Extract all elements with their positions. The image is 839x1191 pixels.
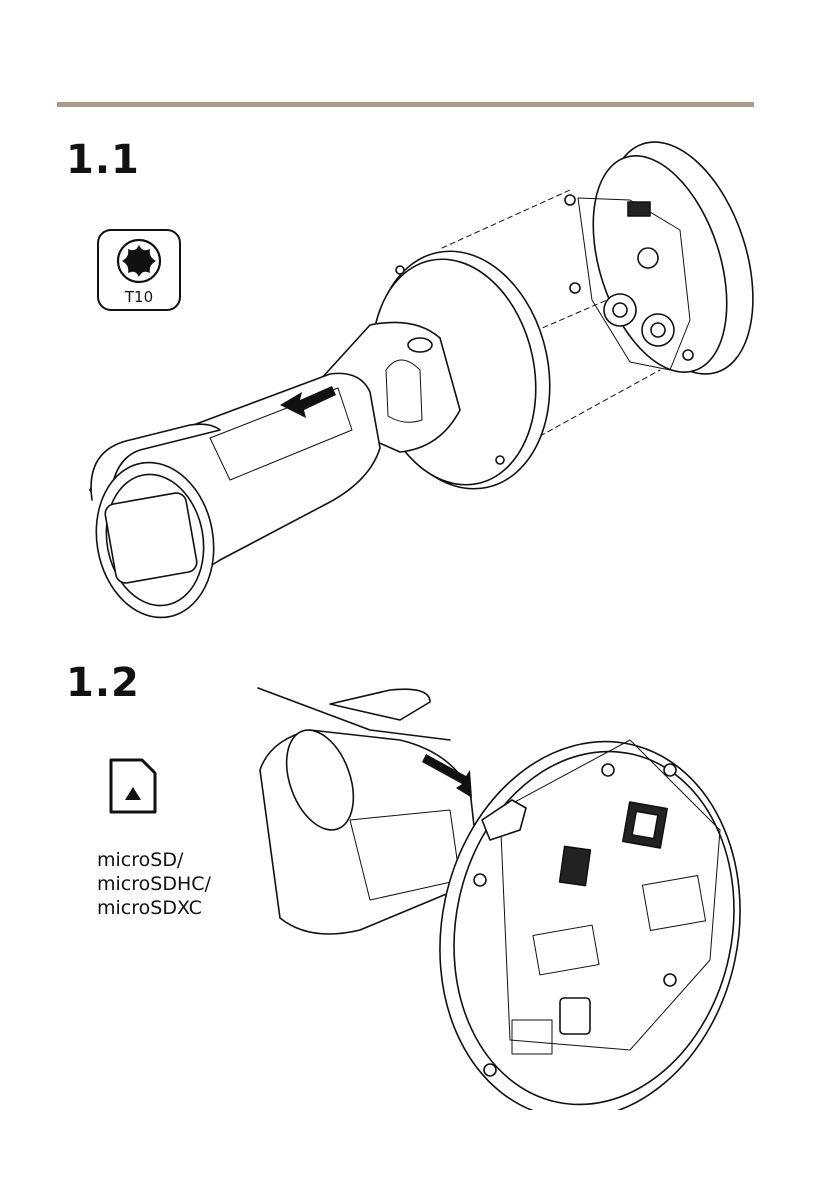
step-number-1-2: 1.2 <box>66 663 140 703</box>
sd-card-icon <box>108 757 158 815</box>
header-rule <box>57 102 754 107</box>
sd-card-insertion-illustration <box>250 680 750 1110</box>
card-type-microsd: microSD/ <box>97 848 211 872</box>
camera-mount-illustration <box>70 130 760 630</box>
card-type-microsdxc: microSDXC <box>97 896 211 920</box>
card-type-microsdhc: microSDHC/ <box>97 872 211 896</box>
card-type-list: microSD/ microSDHC/ microSDXC <box>97 848 211 920</box>
